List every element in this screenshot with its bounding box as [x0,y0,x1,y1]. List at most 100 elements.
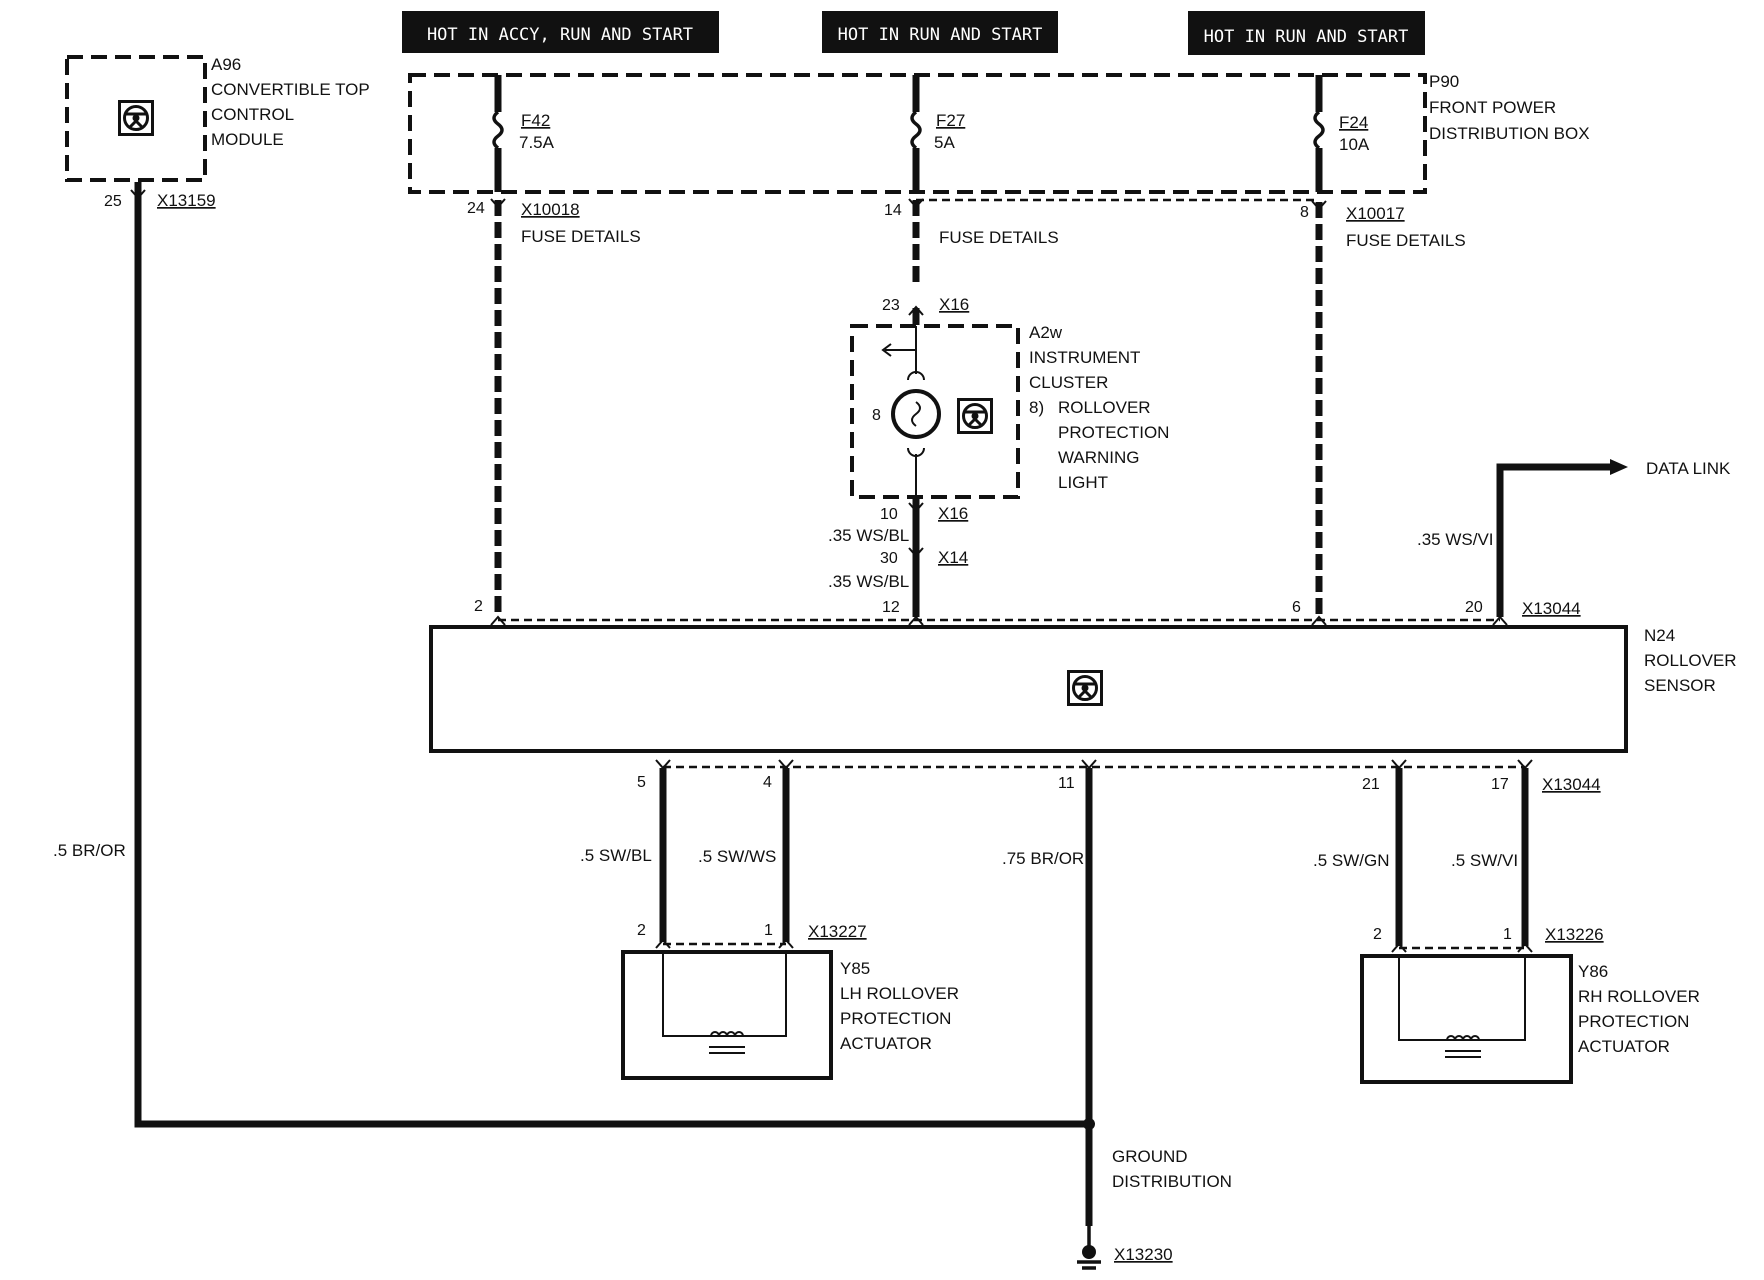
wire-a96-label: .5 BR/OR [53,841,126,860]
header-hot-run-start-right: HOT IN RUN AND START [1188,11,1425,55]
convertible-top-module-icon [118,100,154,136]
sensor-pin-mark-6 [1311,615,1327,626]
lh-actuator-line2: PROTECTION [840,1009,951,1028]
rh-actuator-line2: PROTECTION [1578,1012,1689,1031]
fuse-f27: F27 5A [910,75,965,192]
ground-connector-label: X13230 [1114,1245,1173,1264]
rh-solenoid-coil-icon [1446,1035,1480,1041]
rh-actuator-box [1360,954,1573,1084]
fuse-details-right-label: FUSE DETAILS [1346,231,1466,250]
fuse-details-left-label: FUSE DETAILS [521,227,641,246]
lh-actuator-line1: LH ROLLOVER [840,984,959,1003]
data-link-label: DATA LINK [1646,459,1731,478]
wire-a96-ground [134,182,1089,1128]
ground-symbol-icon [1077,1226,1101,1270]
lh-actuator-id: Y85 [840,959,870,978]
power-box-line2: DISTRIBUTION BOX [1429,124,1590,143]
rh-actuator-id: Y86 [1578,962,1608,981]
conn-mark-x14 [908,547,924,558]
instrument-cluster-box [850,324,1020,499]
cluster-item-line4: LIGHT [1058,473,1108,492]
cluster-lamp-socket-top [907,371,925,381]
header-hot-accy-label: HOT IN ACCY, RUN AND START [427,25,693,45]
fuse-f27-rating: 5A [934,133,955,152]
header-hot-accy-run-start: HOT IN ACCY, RUN AND START [402,11,719,53]
cluster-line1: INSTRUMENT [1029,348,1140,367]
sensor-top-pin-20: 20 [1465,599,1483,616]
fuse-f42: F42 7.5A [492,75,555,192]
rh-actuator-connector: X13226 [1545,925,1604,944]
sensor-bottom-pin-5: 5 [637,774,646,791]
cluster-item-number: 8) [1029,398,1044,417]
wire-pin17-label: .5 SW/VI [1451,851,1518,870]
fuse-details-right-connector: X10017 [1346,204,1405,223]
ground-label-line2: DISTRIBUTION [1112,1172,1232,1191]
sensor-top-pin-2: 2 [474,598,483,615]
lh-solenoid-coil-icon [710,1031,744,1037]
sensor-pin-mark-17 [1517,759,1533,770]
wire-pin11-label: .75 BR/OR [1002,849,1084,868]
rh-actuator-line1: RH ROLLOVER [1578,987,1700,1006]
sensor-id: N24 [1644,626,1675,645]
lh-actuator-pin-b: 1 [764,922,773,939]
sensor-bottom-pin-4: 4 [763,774,772,791]
sensor-pin-mark-2 [490,615,506,626]
lh-actuator-box [621,950,833,1080]
sensor-top-connector: X13044 [1522,599,1581,618]
power-box-line1: FRONT POWER [1429,98,1556,117]
instrument-cluster-module-icon [957,398,993,434]
cluster-conn-bottom: X16 [938,504,968,523]
cluster-branch-arrow [881,343,892,357]
convertible-top-module-id: A96 [211,55,241,74]
convertible-top-module-line1: CONVERTIBLE TOP [211,80,370,99]
rh-pin-mark-1 [1517,942,1533,953]
fuse-f27-name: F27 [936,111,965,130]
fuse-f24-rating: 10A [1339,135,1370,154]
sensor-line2: SENSOR [1644,676,1716,695]
sensor-pin-mark-20 [1492,615,1508,626]
rh-actuator-pin-a: 2 [1373,926,1382,943]
cluster-bulb-number: 8 [872,407,881,424]
rollover-sensor-module-icon [1067,670,1103,706]
sensor-pin-mark-12 [908,615,924,626]
cluster-pin-top: 23 [882,297,900,314]
cluster-line2: CLUSTER [1029,373,1108,392]
sensor-bottom-connector: X13044 [1542,775,1601,794]
cluster-wire2-label: .35 WS/BL [828,572,909,591]
fuse-f24-name: F24 [1339,113,1368,132]
conn-mark-x16-top [908,305,924,316]
conn-mark-x16-bottom [908,502,924,513]
lh-actuator-internal-wire [662,952,787,1037]
cluster-conn-x14: X14 [938,548,968,567]
ground-splice-dot [1083,1118,1095,1130]
cluster-item-line1: ROLLOVER [1058,398,1151,417]
lh-actuator-pin-a: 2 [637,922,646,939]
sensor-line1: ROLLOVER [1644,651,1737,670]
header-hot-run-label-right: HOT IN RUN AND START [1204,27,1409,47]
cluster-item-line3: WARNING [1058,448,1140,467]
sensor-bottom-pin-21: 21 [1362,776,1380,793]
rh-actuator-pin-b: 1 [1503,926,1512,943]
lh-actuator-connector: X13227 [808,922,867,941]
fuse-details-center-label: FUSE DETAILS [939,228,1059,247]
fuse-f42-name: F42 [521,111,550,130]
power-box-id: P90 [1429,72,1459,91]
rh-actuator-line3: ACTUATOR [1578,1037,1670,1056]
data-link-arrow-icon [1610,459,1628,475]
a96-connector-label: X13159 [157,191,216,210]
lh-actuator-line3: ACTUATOR [840,1034,932,1053]
cluster-pin-x14: 30 [880,550,898,567]
cluster-item-line2: PROTECTION [1058,423,1169,442]
fuse-details-center-pin: 14 [884,202,902,219]
convertible-top-module-line2: CONTROL [211,105,294,124]
cluster-wire1-label: .35 WS/BL [828,526,909,545]
ground-label-line1: GROUND [1112,1147,1188,1166]
sensor-bottom-pin-17: 17 [1491,776,1509,793]
cluster-pin-bottom: 10 [880,506,898,523]
wire-pin4-label: .5 SW/WS [698,847,776,866]
header-hot-run-label-center: HOT IN RUN AND START [838,25,1043,45]
cluster-conn-top: X16 [939,295,969,314]
sensor-top-pin-6: 6 [1292,599,1301,616]
fuse-details-left-pin: 24 [467,200,485,217]
header-hot-run-start-center: HOT IN RUN AND START [822,11,1058,53]
